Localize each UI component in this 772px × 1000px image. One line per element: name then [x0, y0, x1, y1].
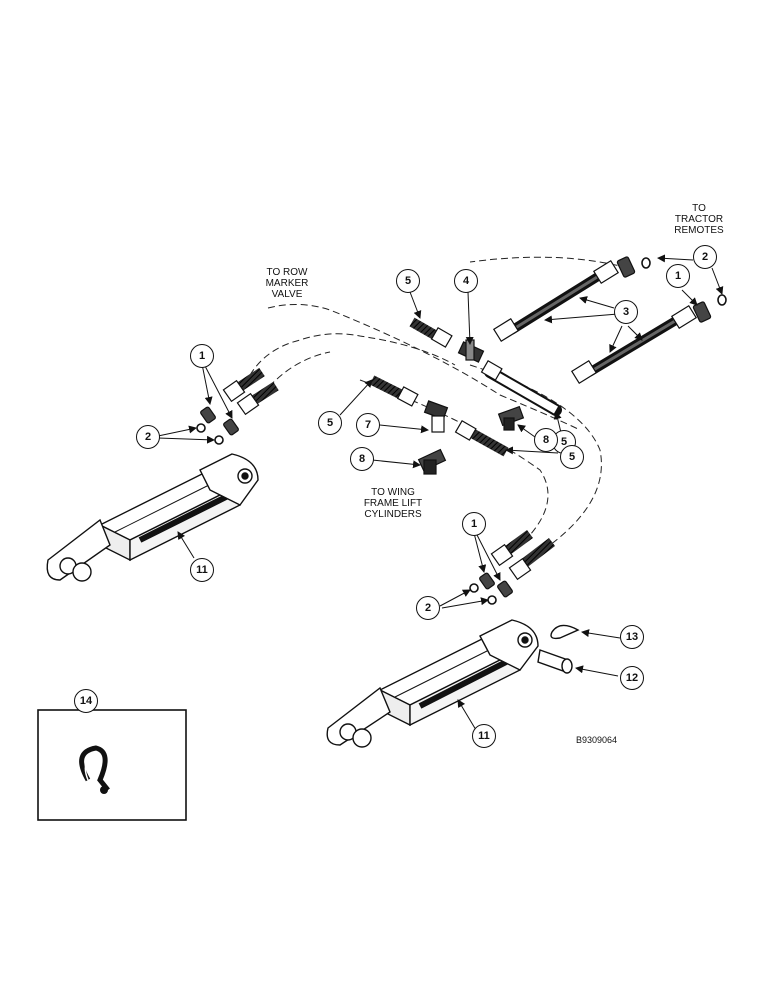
- tee-fitting-item-7: [423, 400, 449, 433]
- callout-11-lower: 11: [472, 724, 496, 748]
- hoses-item-3: [492, 259, 698, 385]
- callout-8-right: 8: [534, 428, 558, 452]
- label-tractor-remotes: TO TRACTOR REMOTES: [664, 203, 734, 236]
- hose-strap-icon: [79, 745, 110, 792]
- callout-1-left: 1: [190, 344, 214, 368]
- label-tractor-remotes-line-1: TO: [692, 203, 706, 214]
- label-row-marker-valve: TO ROW MARKER VALVE: [252, 267, 322, 300]
- left-coupler-group: [196, 367, 279, 445]
- remote-coupler-lower: [692, 301, 712, 323]
- callout-5-upper: 5: [396, 269, 420, 293]
- callout-12: 12: [620, 666, 644, 690]
- label-wing-frame-line-1: TO WING: [371, 487, 415, 498]
- route-upper-loop: [244, 333, 456, 386]
- callout-4: 4: [454, 269, 478, 293]
- label-tractor-remotes-line-2: TRACTOR: [674, 214, 724, 225]
- callout-13: 13: [620, 625, 644, 649]
- callout-11-left: 11: [190, 558, 214, 582]
- oring-upper: [641, 257, 651, 269]
- callout-14: 14: [74, 689, 98, 713]
- callout-8-left: 8: [350, 447, 374, 471]
- callout-1-remote: 1: [666, 264, 690, 288]
- label-wing-frame-line-2: FRAME LIFT: [363, 498, 423, 509]
- remote-couplers: [616, 256, 727, 323]
- callout-7: 7: [356, 413, 380, 437]
- callout-5-left: 5: [318, 411, 342, 435]
- hoses-item-5: [369, 317, 562, 457]
- route-row-marker: [267, 304, 581, 431]
- callout-1-lower: 1: [462, 512, 486, 536]
- oring-right: [717, 294, 727, 306]
- label-row-marker-line-1: TO ROW: [266, 267, 308, 278]
- callout-3: 3: [614, 300, 638, 324]
- clip-item-13: [550, 624, 580, 640]
- hydraulic-cylinder-left: [46, 453, 259, 582]
- fittings: [417, 339, 525, 475]
- label-tractor-remotes-line-3: REMOTES: [674, 225, 724, 236]
- label-row-marker-line-2: MARKER: [265, 278, 309, 289]
- label-row-marker-line-3: VALVE: [271, 289, 303, 300]
- label-wing-frame-cylinders: TO WING FRAME LIFT CYLINDERS: [346, 487, 440, 520]
- hydraulic-cylinder-lower: [326, 619, 539, 748]
- pin-and-clip: [537, 624, 580, 674]
- callout-5-lower: 5: [560, 445, 584, 469]
- callout-2-remote: 2: [693, 245, 717, 269]
- remote-coupler-upper: [616, 256, 636, 278]
- callout-2-left: 2: [136, 425, 160, 449]
- elbow-fitting-item-8-lower: [417, 448, 447, 475]
- elbow-fitting-item-8-upper: [497, 405, 525, 431]
- drawing-code: B9309064: [576, 735, 618, 745]
- tee-fitting-item-4: [457, 339, 485, 363]
- inset-strap-box: [37, 709, 187, 821]
- label-wing-frame-line-3: CYLINDERS: [364, 509, 422, 520]
- callout-2-lower: 2: [416, 596, 440, 620]
- leader-lines: [157, 254, 724, 731]
